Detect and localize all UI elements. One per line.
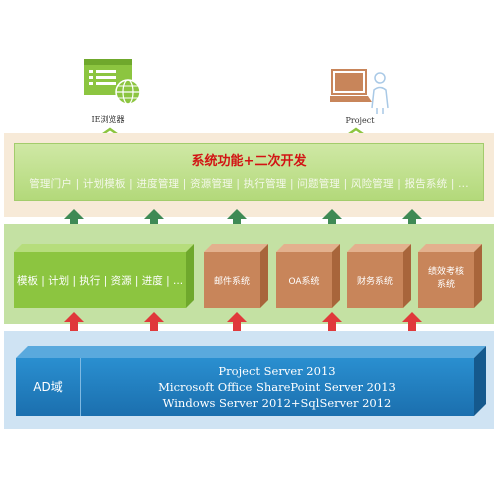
server-line: Microsoft Office SharePoint Server 2013 (158, 380, 396, 394)
server-box-side (474, 346, 486, 416)
green-up-arrow-icon (322, 209, 342, 239)
red-up-arrow-icon (402, 312, 422, 342)
red-up-arrow-icon (144, 312, 164, 342)
green-up-arrow-icon (144, 209, 164, 239)
mail-system-box: 邮件系统 (204, 244, 268, 308)
green-up-arrow-icon (402, 209, 422, 239)
red-up-arrow-icon (322, 312, 342, 342)
oa-system-box: OA系统 (276, 244, 340, 308)
finance-system-label: 财务系统 (356, 277, 393, 287)
oa-system-label: OA系统 (288, 277, 320, 287)
module-box-label: 模板 | 计划 | 执行 | 资源 | 进度 | ... (16, 275, 184, 287)
module-box: 模板 | 计划 | 执行 | 资源 | 进度 | ... (14, 244, 194, 308)
function-title: 系统功能+二次开发 (191, 154, 307, 169)
divider (80, 358, 81, 416)
red-up-arrow-icon (64, 312, 84, 342)
project-user-icon (328, 68, 392, 114)
browser-icon (84, 56, 144, 108)
browser-label: IE浏览器 (91, 115, 125, 124)
server-box (16, 358, 474, 416)
green-up-arrow-icon (64, 209, 84, 239)
server-line: Windows Server 2012+SqlServer 2012 (162, 396, 392, 410)
server-box-top (16, 346, 486, 358)
red-up-arrow-icon (227, 312, 247, 342)
performance-system-label: 绩效考核 系统 (427, 267, 464, 290)
ad-domain-label: AD域 (33, 380, 63, 394)
project-label: Project (345, 116, 375, 125)
green-up-arrow-icon (227, 209, 247, 239)
mail-system-label: 邮件系统 (213, 277, 250, 287)
server-line: Project Server 2013 (218, 364, 336, 378)
performance-system-box: 绩效考核 系统 (418, 244, 482, 308)
function-panel (14, 143, 484, 201)
function-list: 管理门户 | 计划模板 | 进度管理 | 资源管理 | 执行管理 | 问题管理 … (29, 178, 469, 190)
finance-system-box: 财务系统 (347, 244, 411, 308)
